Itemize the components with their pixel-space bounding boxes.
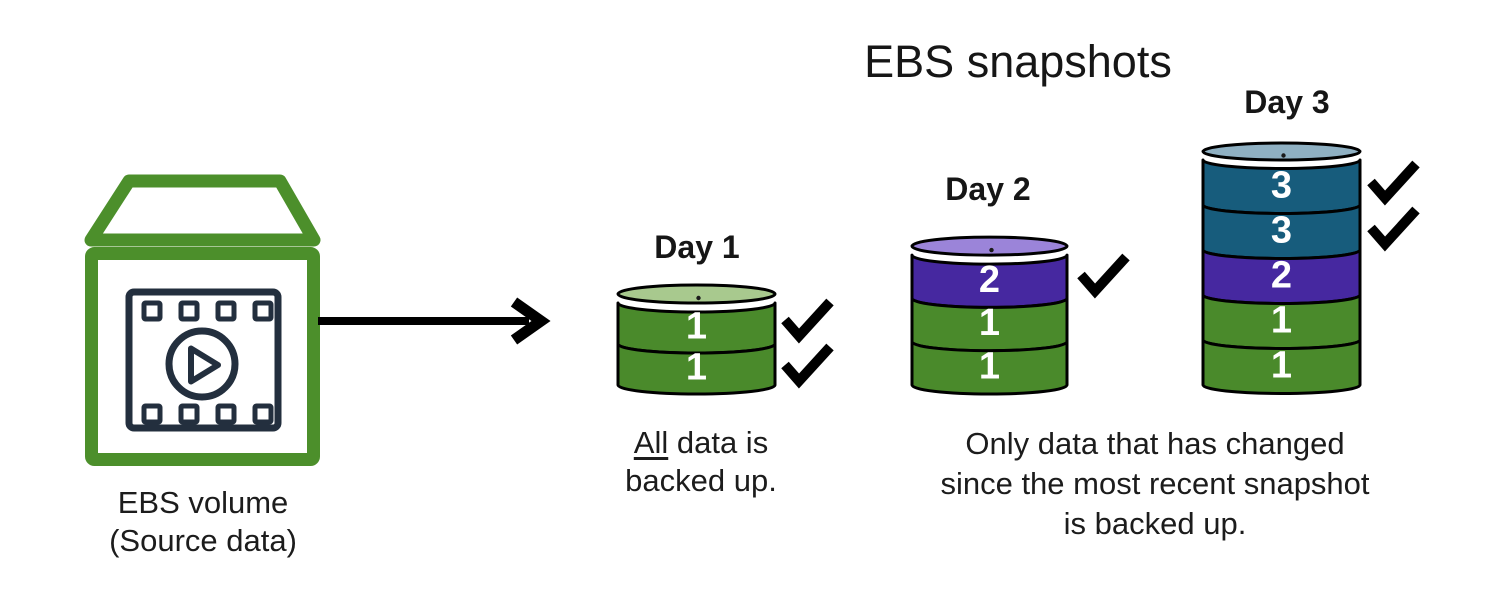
snapshot-segment bbox=[616, 342, 777, 396]
snapshot-segment bbox=[1201, 338, 1362, 395]
source-label-line-2: (Source data) bbox=[109, 523, 297, 558]
film-strip-icon bbox=[125, 288, 282, 432]
caption-line-1: All data is bbox=[625, 424, 777, 462]
day1-snapshot-stack: 11 bbox=[616, 283, 834, 396]
play-button-circle bbox=[165, 327, 239, 401]
play-button-icon bbox=[188, 345, 221, 385]
film-perforation bbox=[178, 300, 200, 322]
caption-line-2: since the most recent snapshot bbox=[940, 466, 1370, 501]
caption-line-1-rest: data is bbox=[668, 425, 769, 460]
checkmark-icon bbox=[1367, 160, 1420, 206]
cylinder-top-dot bbox=[989, 247, 994, 253]
cylinder-top-dot bbox=[1281, 153, 1286, 158]
segment-value: 1 bbox=[686, 347, 707, 389]
checkmark-icon bbox=[781, 298, 834, 344]
segment-value: 3 bbox=[1271, 165, 1292, 207]
source-volume-label: EBS volume (Source data) bbox=[109, 484, 297, 560]
underlined-all-word: All bbox=[633, 425, 669, 460]
segment-value: 2 bbox=[1271, 255, 1292, 297]
segment-value: 2 bbox=[979, 259, 1000, 301]
cylinder-top bbox=[910, 235, 1069, 257]
source-label-line-1: EBS volume bbox=[117, 485, 289, 520]
day1-label: Day 1 bbox=[654, 229, 740, 265]
day2-label: Day 2 bbox=[945, 171, 1031, 207]
media-volume-icon bbox=[84, 174, 321, 466]
arrow-head bbox=[510, 297, 551, 345]
volume-box-shape bbox=[85, 247, 320, 466]
segment-value: 1 bbox=[686, 306, 707, 348]
cylinder-top bbox=[616, 283, 777, 305]
caption-line-3: is backed up. bbox=[1063, 506, 1247, 541]
film-perforation bbox=[215, 300, 237, 322]
segment-value: 1 bbox=[1271, 345, 1292, 387]
cylinder-top bbox=[1201, 141, 1362, 162]
right-arrow-icon bbox=[318, 297, 551, 345]
full-backup-caption: All data is backed up. bbox=[625, 424, 777, 500]
day3-label: Day 3 bbox=[1244, 84, 1330, 120]
segment-value: 3 bbox=[1271, 210, 1292, 252]
checkmark-icon bbox=[1077, 253, 1130, 299]
caption-line-2: backed up. bbox=[625, 463, 777, 498]
film-perforation bbox=[215, 403, 237, 425]
caption-line-1: Only data that has changed bbox=[965, 426, 1345, 461]
incremental-backup-caption: Only data that has changed since the mos… bbox=[940, 424, 1369, 544]
film-perforation bbox=[252, 300, 274, 322]
snapshot-segment bbox=[910, 340, 1069, 396]
segment-value: 1 bbox=[979, 302, 1000, 344]
film-perforation bbox=[141, 300, 163, 322]
diagram-title: EBS snapshots bbox=[864, 36, 1172, 87]
film-perforation bbox=[141, 403, 163, 425]
checkmark-icon bbox=[781, 343, 834, 389]
segment-value: 1 bbox=[979, 345, 1000, 387]
film-perforation bbox=[178, 403, 200, 425]
checkmark-icon bbox=[1367, 206, 1420, 252]
volume-lid-shape bbox=[84, 174, 321, 247]
cylinder-top-dot bbox=[696, 295, 701, 301]
day2-snapshot-stack: 211 bbox=[910, 235, 1130, 396]
film-frame bbox=[125, 288, 282, 432]
segment-value: 1 bbox=[1271, 300, 1292, 342]
film-perforation bbox=[252, 403, 274, 425]
